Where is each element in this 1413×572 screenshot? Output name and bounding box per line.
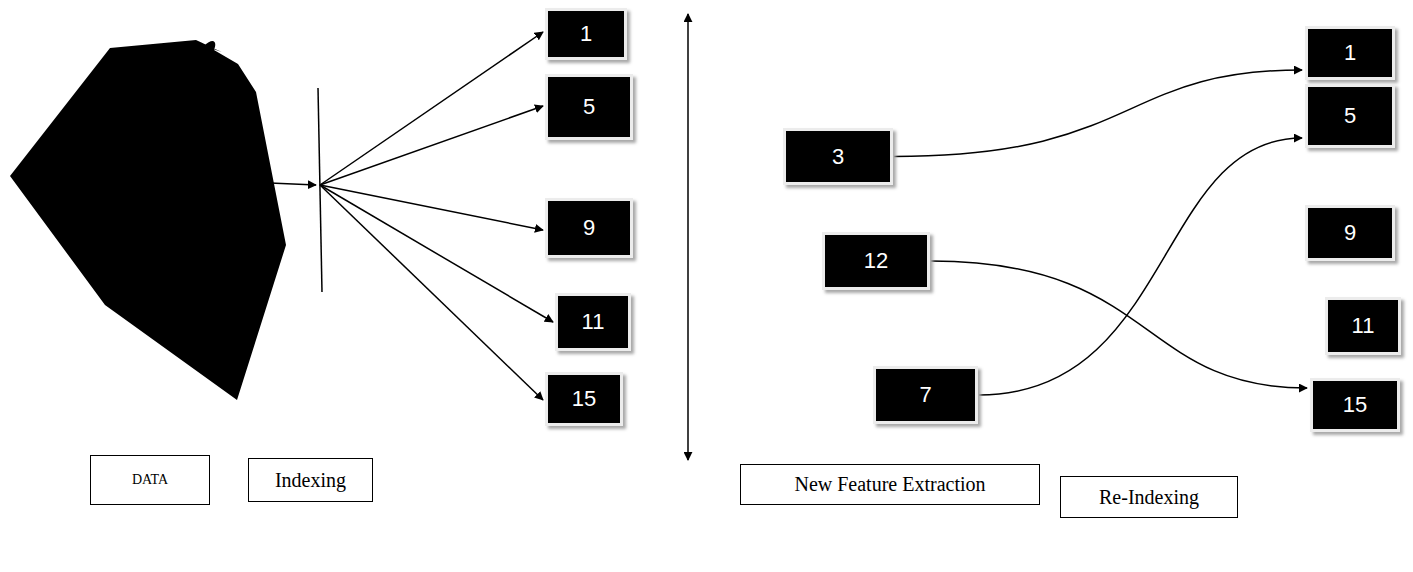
node-text: 7 [919, 382, 931, 408]
index-box: 9 [1305, 205, 1395, 261]
reindex-connector [894, 70, 1302, 157]
node-text: 15 [1343, 392, 1367, 418]
node-text: 3 [832, 144, 844, 170]
index-box: 11 [1325, 297, 1401, 355]
node-text: Indexing [275, 469, 346, 492]
data-arrow [270, 183, 316, 185]
feature-box: 3 [783, 128, 893, 185]
reindex-connector [979, 138, 1302, 395]
feature-box: 7 [873, 366, 978, 424]
node-text: New Feature Extraction [794, 473, 985, 496]
index-box: 11 [555, 293, 631, 351]
index-box: 9 [545, 198, 633, 258]
node-text: 15 [572, 386, 596, 412]
node-text: 5 [583, 94, 595, 120]
node-text: 5 [1344, 103, 1356, 129]
node-text: 11 [1352, 313, 1375, 339]
fan-arrows [320, 32, 553, 400]
node-text: 1 [580, 21, 592, 47]
index-box: 15 [1310, 378, 1400, 432]
index-box: 15 [545, 372, 623, 426]
range-arrow [687, 14, 689, 460]
label-box: DATA [90, 455, 210, 505]
index-box: 1 [1305, 26, 1395, 80]
node-text: 1 [1344, 40, 1356, 66]
node-text: 9 [1344, 220, 1356, 246]
node-text: 11 [582, 309, 605, 335]
node-text: 9 [583, 215, 595, 241]
node-text: 12 [864, 248, 888, 274]
node-text: DATA [132, 472, 168, 488]
label-box: Re-Indexing [1060, 476, 1238, 518]
index-box: 5 [545, 74, 633, 140]
label-box: Indexing [248, 458, 373, 502]
label-box: New Feature Extraction [740, 464, 1040, 505]
data-blob [10, 40, 286, 400]
index-box: 5 [1305, 84, 1395, 148]
index-box: 1 [545, 8, 627, 60]
feature-box: 12 [822, 232, 930, 290]
index-bar [318, 88, 322, 292]
node-text: Re-Indexing [1099, 486, 1199, 509]
